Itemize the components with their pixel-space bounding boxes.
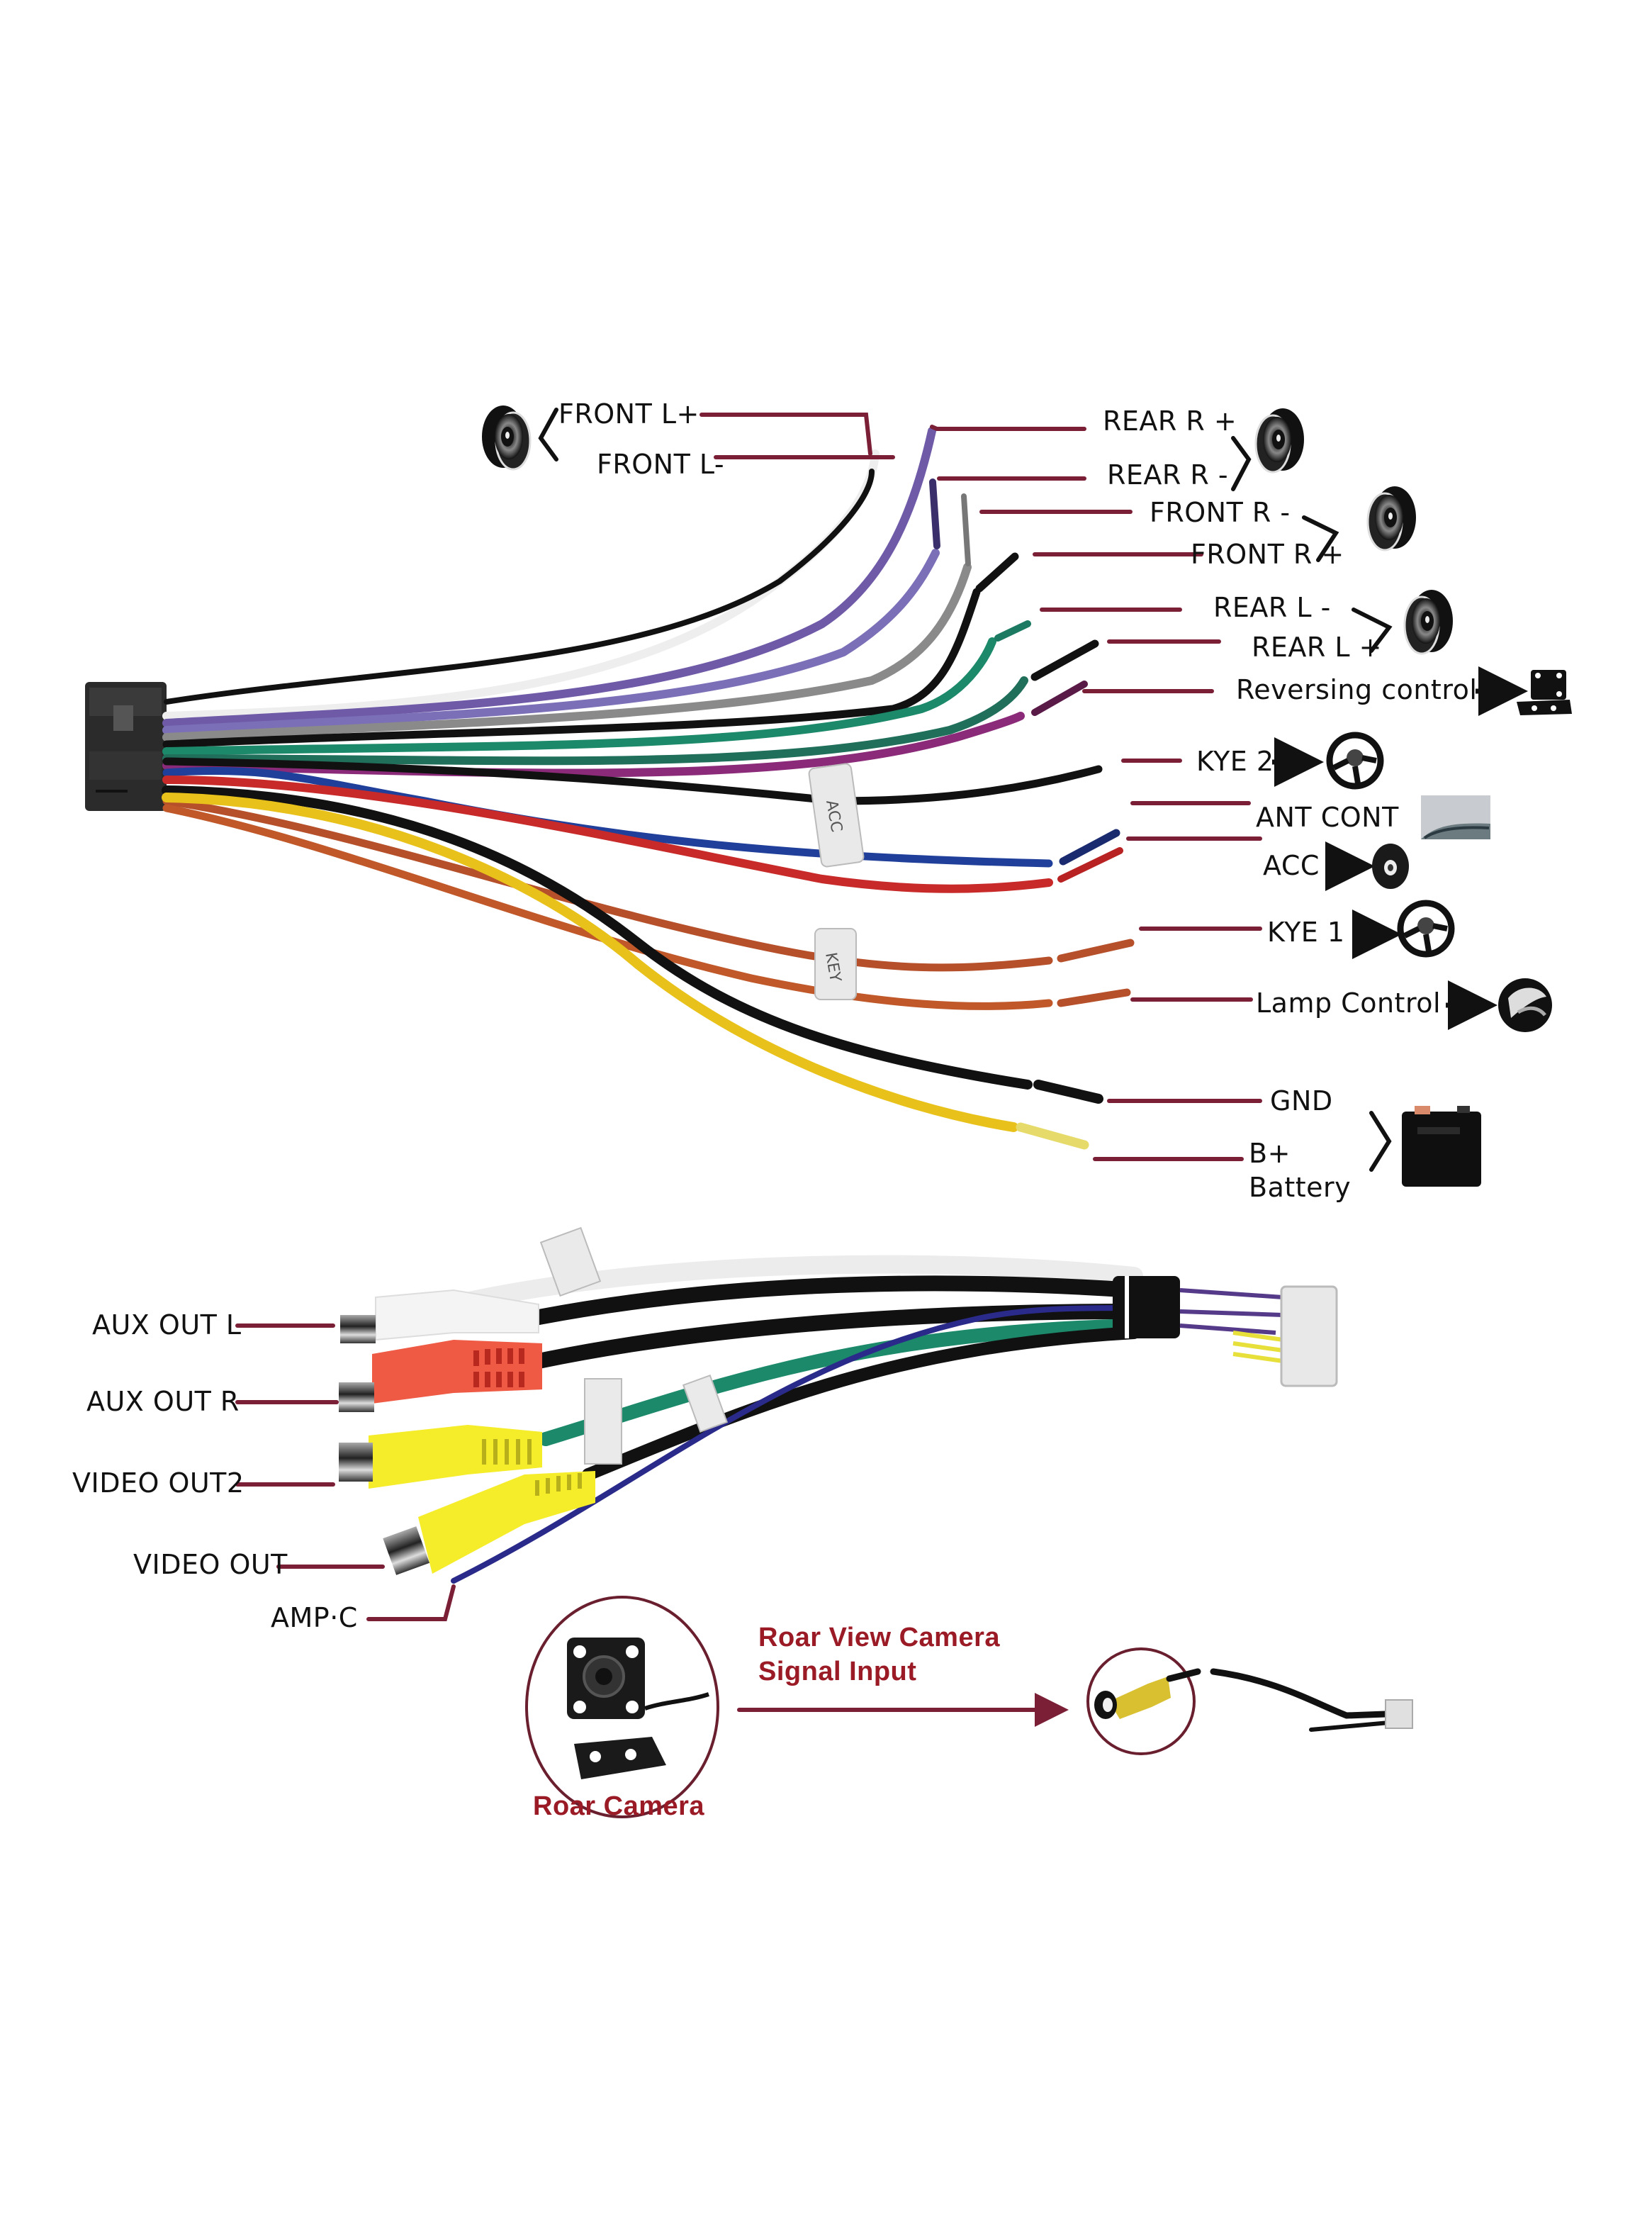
wire-front-r-plus — [162, 588, 981, 749]
cable-tag — [539, 1226, 602, 1297]
label-rear-r-plus: REAR R + — [1103, 405, 1237, 437]
wire-rear-l-plus — [162, 676, 1028, 766]
signal-title-line2: Signal Input — [758, 1657, 916, 1686]
wire-front-l-minus — [164, 469, 875, 705]
wire-rear-r-minus-end — [929, 478, 940, 549]
wire-gnd — [162, 785, 1033, 1090]
label-front-r-plus: FRONT R + — [1191, 539, 1344, 570]
rca-plug-red — [339, 1340, 542, 1412]
headlamp-icon — [1498, 978, 1552, 1032]
rear-camera-icon — [1517, 670, 1572, 715]
label-front-l-plus: FRONT L+ — [558, 398, 699, 430]
harness-labels: FRONT L+ FRONT L- REAR R + REAR R - FRON… — [558, 398, 1477, 1203]
camera-cable — [1309, 1720, 1391, 1732]
signal-title-line1: Roar View Camera — [758, 1623, 1000, 1652]
camera-section: Roar Camera Roar View Camera Signal Inpu… — [525, 1596, 1413, 1821]
steering-wheel-icon — [1400, 903, 1451, 954]
camera-cable — [1210, 1668, 1389, 1719]
wire-rear-r-minus — [162, 549, 940, 734]
wire-lamp-control-end — [1057, 988, 1131, 1007]
wire-acc — [162, 776, 1053, 893]
label-rear-l-plus: REAR L + — [1252, 632, 1382, 663]
label-rear-l-minus: REAR L - — [1213, 592, 1331, 623]
rca-plug-yellow-1 — [339, 1425, 542, 1489]
wire-b-plus — [162, 793, 1018, 1132]
label-reversing-control: Reversing control — [1236, 674, 1477, 705]
ignition-icon — [1372, 844, 1409, 889]
label-ant-cont: ANT CONT — [1256, 802, 1399, 833]
leader-lines — [699, 413, 1262, 1161]
wire-bundle — [162, 427, 1135, 1150]
label-gnd: GND — [1270, 1085, 1333, 1116]
cable-white — [444, 1255, 1143, 1314]
wire-lamp-control — [162, 804, 1053, 1010]
rca-plug-yellow-2 — [383, 1471, 595, 1575]
label-b-plus: B+ — [1249, 1138, 1291, 1169]
speaker-icon — [1254, 407, 1305, 474]
iso-connector — [85, 682, 167, 811]
label-kye-1: KYE 1 — [1267, 917, 1345, 948]
rca-input-circle — [1086, 1647, 1196, 1755]
arrows — [1272, 666, 1528, 1030]
label-acc: ACC — [1263, 850, 1320, 881]
wire-b-plus-end — [1016, 1122, 1089, 1150]
speaker-icon — [1403, 588, 1454, 655]
rca-plug-white — [340, 1289, 539, 1343]
wire-rear-l-minus — [162, 637, 996, 756]
speaker-icon — [1366, 485, 1417, 552]
av-connector — [1179, 1285, 1338, 1387]
wire-gnd-end — [1033, 1080, 1103, 1104]
label-video-out: VIDEO OUT — [133, 1549, 288, 1580]
label-video-out2: VIDEO OUT2 — [72, 1467, 245, 1499]
av-leader-lines — [235, 1323, 456, 1621]
label-rear-r-minus: REAR R - — [1107, 459, 1228, 491]
wire-acc-end — [1057, 847, 1123, 883]
label-aux-out-l: AUX OUT L — [92, 1309, 242, 1341]
wire-tag: ACC — [808, 763, 865, 868]
cable-black-3 — [582, 1326, 1140, 1481]
wire-ant-cont-end — [1059, 829, 1120, 866]
label-amp-c: AMP·C — [271, 1602, 358, 1633]
wire-front-r-minus-end — [961, 493, 971, 566]
camera-cable-connector — [1385, 1699, 1413, 1729]
steering-wheel-icon — [1330, 735, 1381, 786]
camera-caption: Roar Camera — [533, 1791, 704, 1821]
car-antenna-icon — [1421, 795, 1490, 839]
wire-tag: KEY — [814, 928, 857, 1000]
wire-front-r-plus-end — [975, 552, 1019, 593]
brackets — [538, 408, 1393, 1172]
wire-kye-1 — [162, 797, 1053, 972]
label-kye-2: KYE 2 — [1196, 746, 1274, 777]
camera-cable — [1166, 1668, 1201, 1682]
wire-kye-1-end — [1057, 939, 1135, 963]
speaker-icon — [481, 404, 532, 471]
av-harness: AUX OUT L AUX OUT R VIDEO OUT2 VIDEO OUT… — [72, 1226, 1338, 1633]
wire-front-r-minus — [162, 563, 972, 741]
wire-rear-l-minus-end — [994, 620, 1031, 642]
cable-tag — [584, 1378, 622, 1465]
cable-black-1 — [517, 1275, 1142, 1328]
label-front-r-minus: FRONT R - — [1150, 497, 1291, 528]
heat-shrink-sleeve — [1113, 1276, 1180, 1338]
cable-tag — [682, 1374, 729, 1433]
wire-reversing-control-end — [1031, 681, 1088, 716]
rca-input-plug — [1094, 1677, 1171, 1719]
rear-camera-icon — [567, 1638, 709, 1779]
label-lamp-control: Lamp Control — [1256, 987, 1441, 1019]
wire-kye-2 — [162, 757, 1103, 805]
wire-rear-r-plus — [162, 427, 936, 727]
label-front-l-minus: FRONT L- — [597, 449, 724, 480]
wire-rear-l-plus-end — [1030, 639, 1099, 681]
label-aux-out-r: AUX OUT R — [86, 1386, 240, 1417]
cable-blue — [451, 1305, 1137, 1584]
av-labels: AUX OUT L AUX OUT R VIDEO OUT2 VIDEO OUT… — [72, 1309, 358, 1633]
battery-icon — [1402, 1106, 1481, 1187]
label-battery: Battery — [1249, 1172, 1351, 1203]
main-harness: ACC KEY FRONT L+ FRON — [85, 398, 1572, 1203]
camera-circle — [525, 1596, 719, 1818]
